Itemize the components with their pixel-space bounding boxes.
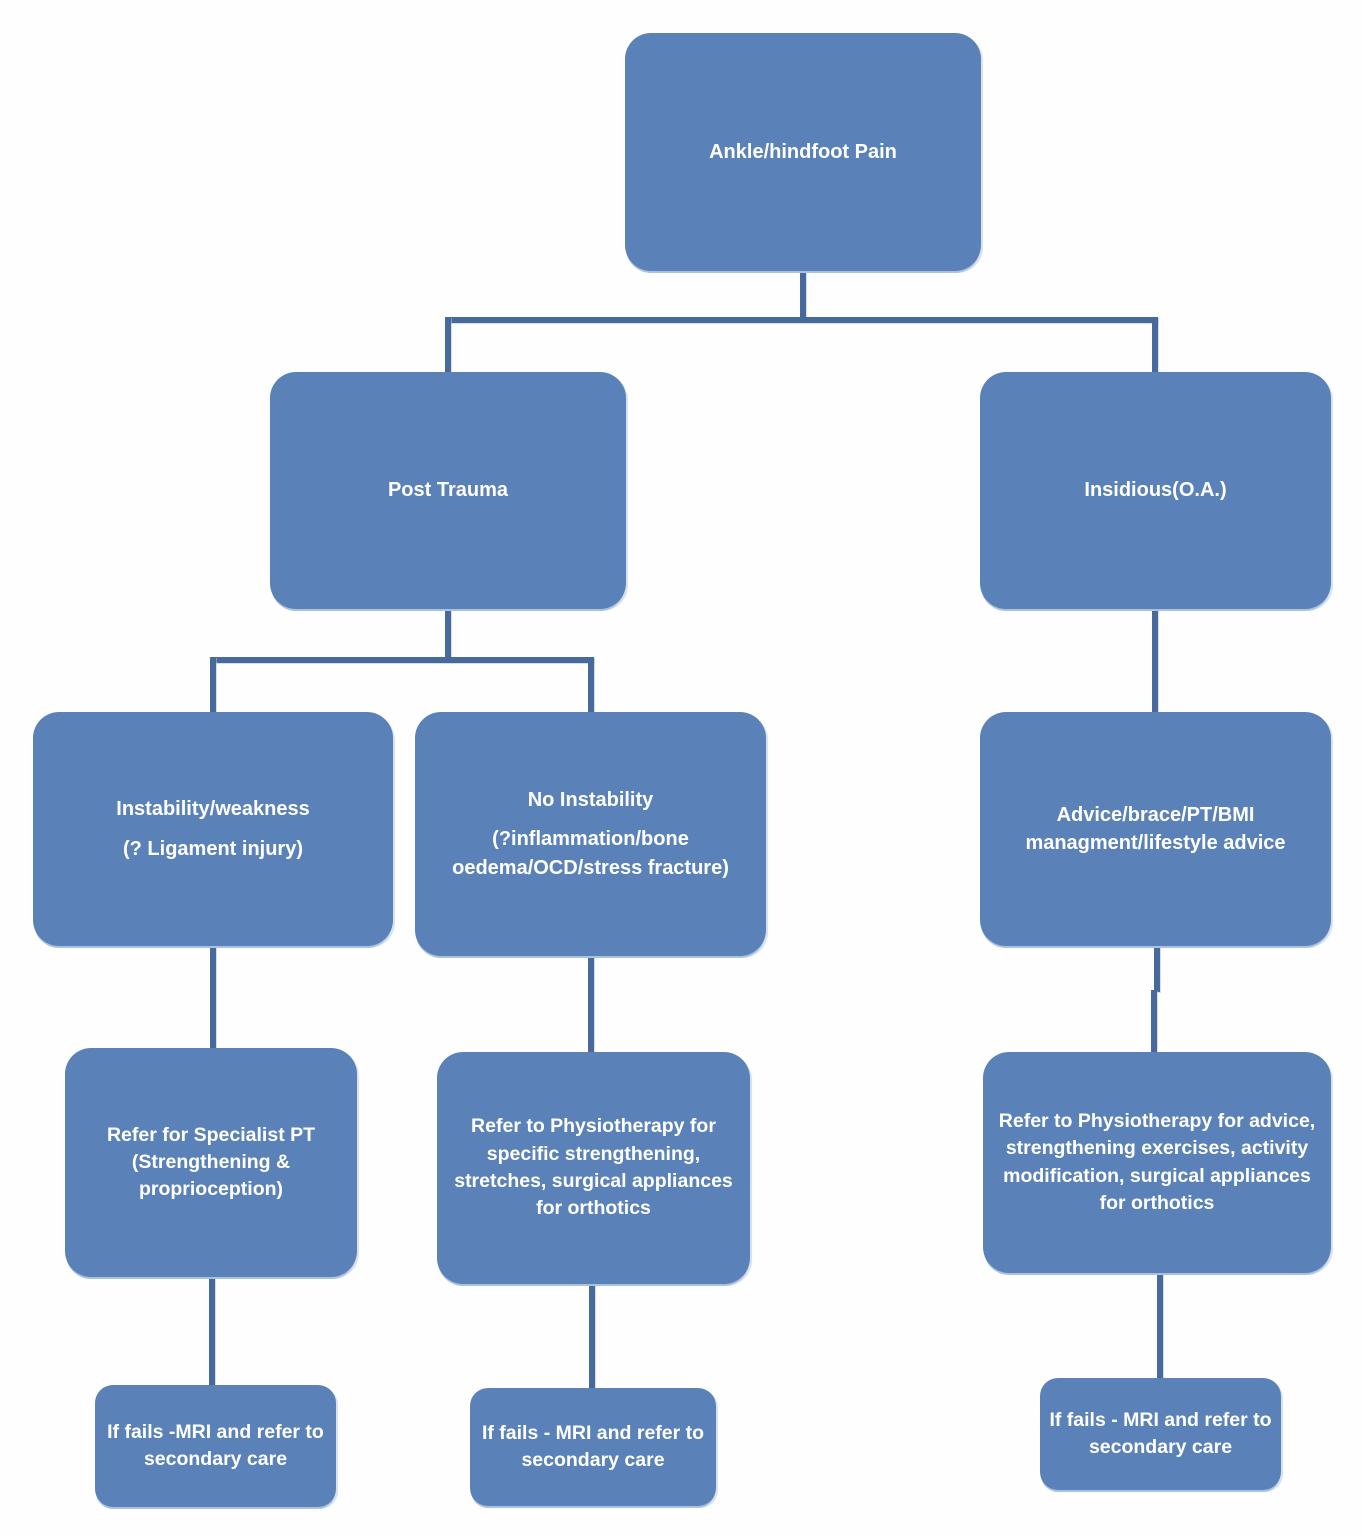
node-insidious-oa: Insidious(O.A.) xyxy=(980,372,1331,609)
node-label: Refer for Specialist PT (Strengthening &… xyxy=(106,1123,316,1201)
node-ankle-hindfoot-pain: Ankle/hindfoot Pain xyxy=(625,33,981,271)
node-refer-physiotherapy-advice: Refer to Physiotherapy for advice, stren… xyxy=(983,1052,1331,1273)
connector-specialist-to-fails xyxy=(209,1275,215,1387)
node-label: Insidious(O.A.) xyxy=(1084,479,1227,502)
connector-level2-horizontal xyxy=(210,657,594,663)
connector-physio-to-fails xyxy=(589,1282,595,1390)
connector-advice-to-physio-upper xyxy=(1154,944,1160,992)
node-advice-brace-pt-bmi: Advice/brace/PT/BMI managment/lifestyle … xyxy=(980,712,1331,946)
node-label: Advice/brace/PT/BMI managment/lifestyle … xyxy=(1025,803,1286,854)
connector-level1-horizontal xyxy=(445,317,1158,323)
node-post-trauma: Post Trauma xyxy=(270,372,626,609)
connector-physio-advice-to-fails xyxy=(1157,1271,1163,1380)
node-no-instability: No Instability (?inflammation/bone oedem… xyxy=(415,712,766,956)
node-label-line2: (?inflammation/bone oedema/OCD/stress fr… xyxy=(452,828,729,879)
node-label-line1: Instability/weakness xyxy=(116,798,310,821)
node-instability-weakness: Instability/weakness (? Ligament injury) xyxy=(33,712,393,946)
connector-to-instability xyxy=(210,657,216,714)
node-if-fails-mri-right: If fails - MRI and refer to secondary ca… xyxy=(1040,1378,1281,1490)
connector-to-no-instability xyxy=(588,657,594,714)
connector-insidious-to-advice xyxy=(1152,607,1158,714)
node-refer-specialist-pt: Refer for Specialist PT (Strengthening &… xyxy=(65,1048,357,1277)
node-label: Refer to Physiotherapy for advice, stren… xyxy=(998,1109,1316,1214)
node-label: If fails -MRI and refer to secondary car… xyxy=(107,1420,324,1470)
connector-to-insidious xyxy=(1152,317,1158,375)
node-if-fails-mri-left: If fails -MRI and refer to secondary car… xyxy=(95,1385,336,1507)
node-label: If fails - MRI and refer to secondary ca… xyxy=(481,1421,705,1471)
node-label-line1: No Instability xyxy=(527,788,654,811)
node-refer-physiotherapy-specific: Refer to Physiotherapy for specific stre… xyxy=(437,1052,750,1284)
connector-to-post-trauma xyxy=(445,317,451,375)
connector-root-down xyxy=(800,269,806,321)
connector-post-trauma-down xyxy=(445,607,451,661)
node-if-fails-mri-middle: If fails - MRI and refer to secondary ca… xyxy=(470,1388,716,1506)
connector-advice-to-physio-lower xyxy=(1151,990,1157,1054)
connector-instability-to-specialist xyxy=(210,944,216,1050)
node-label-line2: (? Ligament injury) xyxy=(123,837,303,860)
connector-no-instability-to-physio xyxy=(588,954,594,1054)
node-label: Ankle/hindfoot Pain xyxy=(709,140,897,163)
node-label: If fails - MRI and refer to secondary ca… xyxy=(1049,1408,1272,1458)
node-label: Post Trauma xyxy=(387,479,509,502)
node-label: Refer to Physiotherapy for specific stre… xyxy=(454,1115,733,1220)
